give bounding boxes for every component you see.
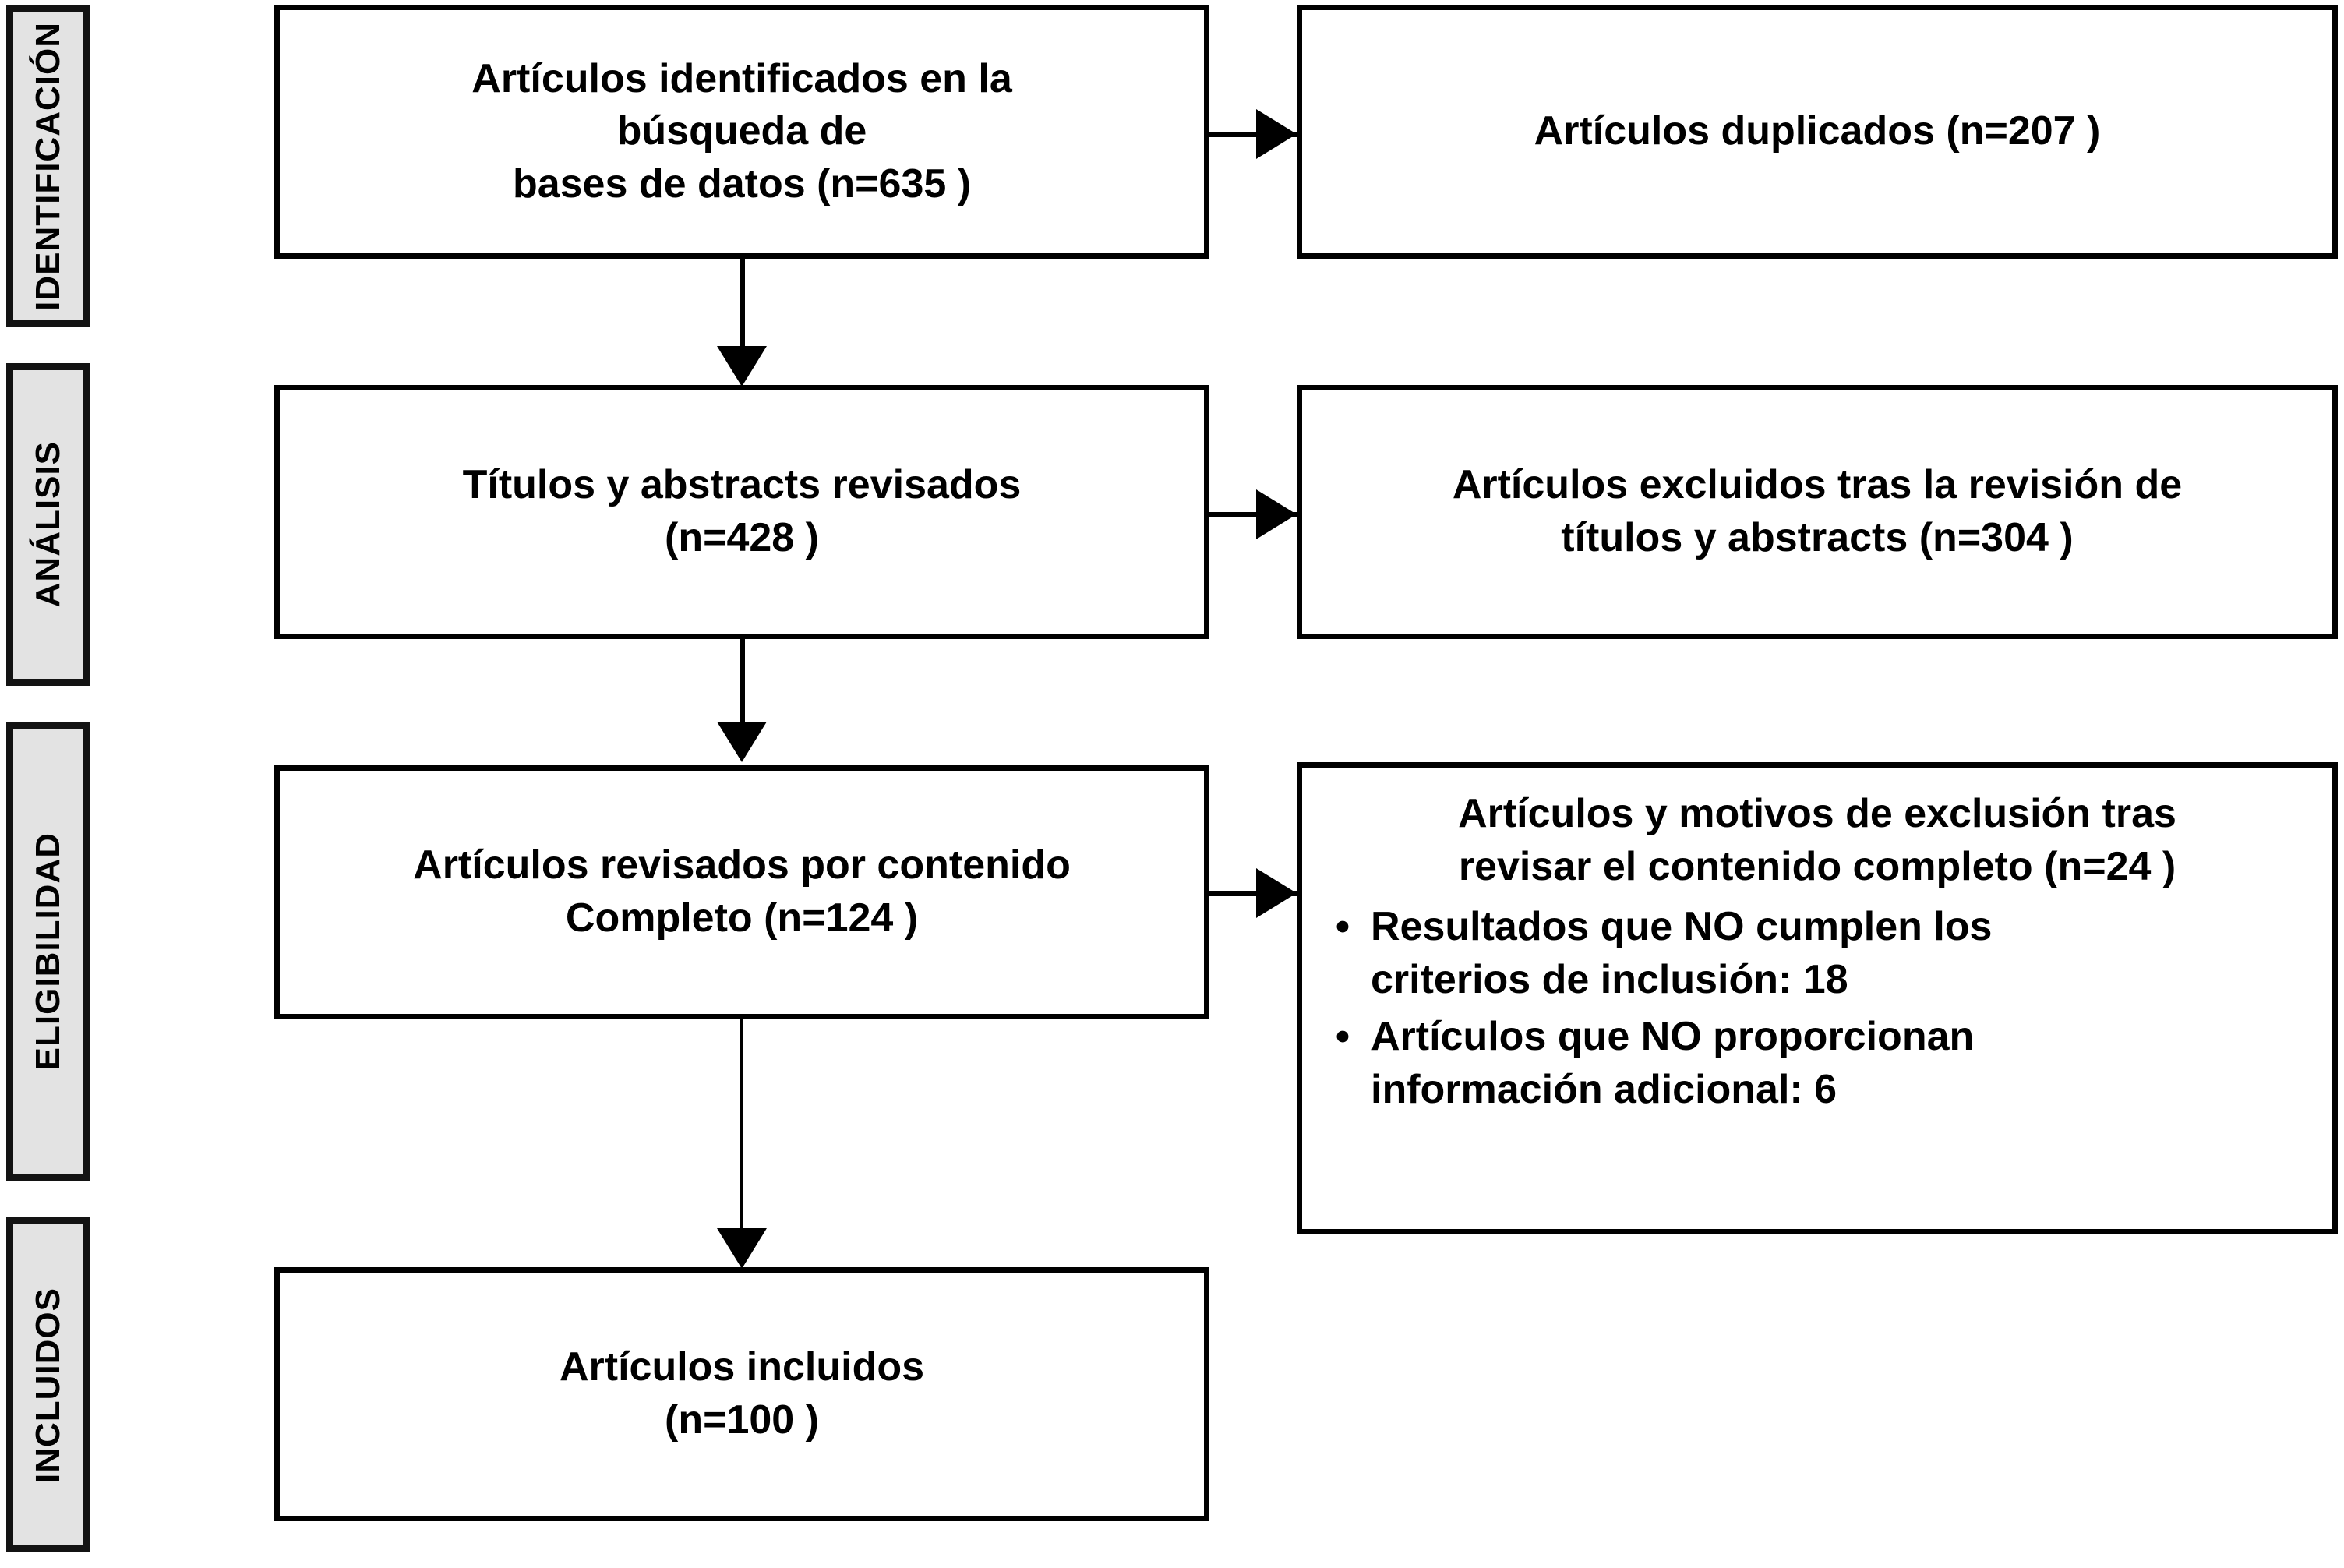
exclusion-reason-line-2: criterios de inclusión: 18 <box>1371 956 1848 1002</box>
exclusion-reason-text: Resultados que NO cumplen los criterios … <box>1371 901 1992 1006</box>
box-exclusion-contenido-title-1: Artículos y motivos de exclusión tras <box>1458 791 2176 836</box>
connector-identificados-to-titulos <box>740 259 745 352</box>
exclusion-reason-text: Artículos que NO proporcionan informació… <box>1371 1011 1974 1116</box>
arrow-down-incluidos <box>717 1228 767 1269</box>
arrow-right-excluidos-titulos <box>1256 489 1297 539</box>
stage-label-analisis: ANÁLISIS <box>6 363 90 686</box>
connector-identificados-to-duplicados <box>1209 132 1298 137</box>
box-excluidos-titulos-line-1: Artículos excluidos tras la revisión de <box>1452 462 2183 508</box>
exclusion-reason-item: • Resultados que NO cumplen los criterio… <box>1315 901 2320 1006</box>
box-excluidos-titulos-line-2: títulos y abstracts (n=304 ) <box>1561 515 2074 560</box>
arrow-right-exclusion-contenido <box>1256 868 1297 918</box>
box-excluidos-titulos: Artículos excluidos tras la revisión de … <box>1297 385 2338 639</box>
exclusion-reason-list: • Resultados que NO cumplen los criterio… <box>1315 896 2320 1116</box>
box-articulos-duplicados: Artículos duplicados (n=207 ) <box>1297 5 2338 259</box>
box-exclusion-contenido: Artículos y motivos de exclusión tras re… <box>1297 762 2338 1234</box>
box-articulos-incluidos-line-1: Artículos incluidos <box>559 1344 925 1390</box>
box-articulos-identificados-line-3: bases de datos (n=635 ) <box>512 161 972 207</box>
box-articulos-identificados: Artículos identificados en la búsqueda d… <box>274 5 1209 259</box>
box-articulos-duplicados-line-1: Artículos duplicados (n=207 ) <box>1534 108 2101 154</box>
stage-label-analisis-text: ANÁLISIS <box>29 441 67 608</box>
bullet-icon: • <box>1335 904 1350 950</box>
stage-label-eligibilidad-text: ELIGIBILIDAD <box>29 832 67 1071</box>
exclusion-reason-item: • Artículos que NO proporcionan informac… <box>1315 1011 2320 1116</box>
box-contenido-completo: Artículos revisados por contenido Comple… <box>274 765 1209 1019</box>
exclusion-reason-line-2: información adicional: 6 <box>1371 1066 1837 1112</box>
stage-label-eligibilidad: ELIGIBILIDAD <box>6 722 90 1181</box>
arrow-down-contenido <box>717 722 767 762</box>
box-articulos-identificados-line-1: Artículos identificados en la <box>471 55 1012 101</box>
bullet-icon: • <box>1335 1014 1350 1060</box>
box-articulos-identificados-line-2: búsqueda de <box>616 108 867 154</box>
stage-label-identificacion: IDENTIFICACIÓN <box>6 5 90 327</box>
arrow-down-titulos <box>717 346 767 387</box>
box-articulos-incluidos: Artículos incluidos (n=100 ) <box>274 1267 1209 1521</box>
connector-contenido-to-exclusion <box>1209 891 1298 896</box>
exclusion-reason-line-1: Resultados que NO cumplen los <box>1371 904 1993 950</box>
exclusion-reason-line-1: Artículos que NO proporcionan <box>1371 1014 1975 1060</box>
box-titulos-abstracts: Títulos y abstracts revisados (n=428 ) <box>274 385 1209 639</box>
connector-contenido-to-incluidos <box>740 1019 743 1245</box>
stage-label-incluidos-text: INCLUIDOS <box>29 1287 67 1483</box>
connector-titulos-to-excluidos <box>1209 512 1298 517</box>
box-contenido-completo-line-1: Artículos revisados por contenido <box>413 842 1071 888</box>
box-contenido-completo-line-2: Completo (n=124 ) <box>565 895 919 941</box>
stage-label-identificacion-text: IDENTIFICACIÓN <box>29 21 67 311</box>
box-exclusion-contenido-title-2: revisar el contenido completo (n=24 ) <box>1458 843 2176 889</box>
connector-titulos-to-contenido <box>740 639 745 729</box>
arrow-right-duplicados <box>1256 109 1297 159</box>
box-titulos-abstracts-line-1: Títulos y abstracts revisados <box>462 462 1022 508</box>
box-titulos-abstracts-line-2: (n=428 ) <box>665 515 819 560</box>
stage-label-incluidos: INCLUIDOS <box>6 1217 90 1552</box>
box-articulos-incluidos-line-2: (n=100 ) <box>665 1397 819 1443</box>
